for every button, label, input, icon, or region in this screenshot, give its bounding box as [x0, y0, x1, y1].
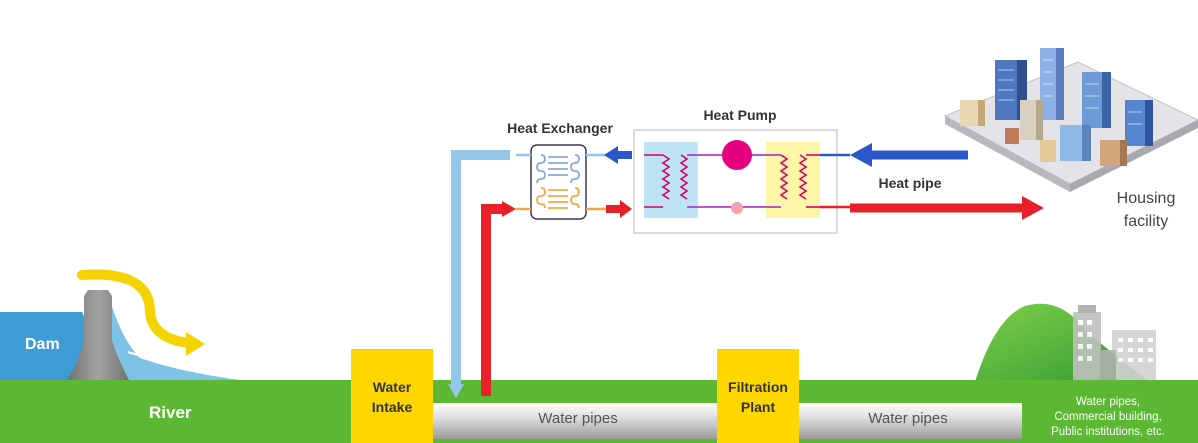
supply-arrow-icon — [1022, 196, 1044, 220]
filtration-plant-box — [717, 349, 799, 443]
dam-structure — [66, 290, 130, 382]
hot-supply-pipe — [481, 204, 505, 396]
heat-exchanger-label: Heat Exchanger — [507, 120, 613, 136]
water-pipe-segment-1 — [432, 403, 718, 439]
housing-facility-label-line2: facility — [1124, 213, 1168, 230]
housing-facility-city-icon — [943, 48, 1198, 192]
dam-spillway-water — [110, 300, 240, 380]
filtration-plant-label-line1: Filtration — [728, 379, 788, 395]
cold-return-pipe — [451, 150, 510, 388]
water-intake-label-line1: Water — [373, 379, 412, 395]
city-caption-line2: Commercial building, — [1054, 411, 1161, 423]
return-arrow-icon — [850, 143, 872, 167]
water-pipes-label-1: Water pipes — [538, 410, 617, 427]
city-caption-line3: Public institutions, etc. — [1051, 426, 1165, 438]
water-intake-box — [351, 349, 433, 443]
overflow-arrow-icon — [77, 269, 193, 348]
filtration-plant-label-line2: Plant — [741, 399, 776, 415]
cold-flow-arrow-icon — [604, 146, 632, 164]
heat-exchanger-icon — [530, 144, 587, 220]
river-label: River — [149, 403, 192, 422]
water-pipes-label-2: Water pipes — [868, 410, 947, 427]
housing-facility-label-line1: Housing — [1117, 190, 1176, 207]
water-intake-label-line2: Intake — [372, 399, 413, 415]
hot-flow-arrow-icon — [606, 200, 632, 218]
city-caption-line1: Water pipes, — [1076, 396, 1140, 408]
heat-pipe-label: Heat pipe — [878, 175, 941, 191]
commercial-buildings-icon — [1073, 305, 1156, 388]
water-pipe-segment-2 — [798, 403, 1022, 439]
compressor-icon — [722, 140, 752, 170]
dam-label: Dam — [25, 336, 60, 353]
heat-pump-label: Heat Pump — [703, 107, 776, 123]
expansion-valve-icon — [731, 202, 743, 214]
